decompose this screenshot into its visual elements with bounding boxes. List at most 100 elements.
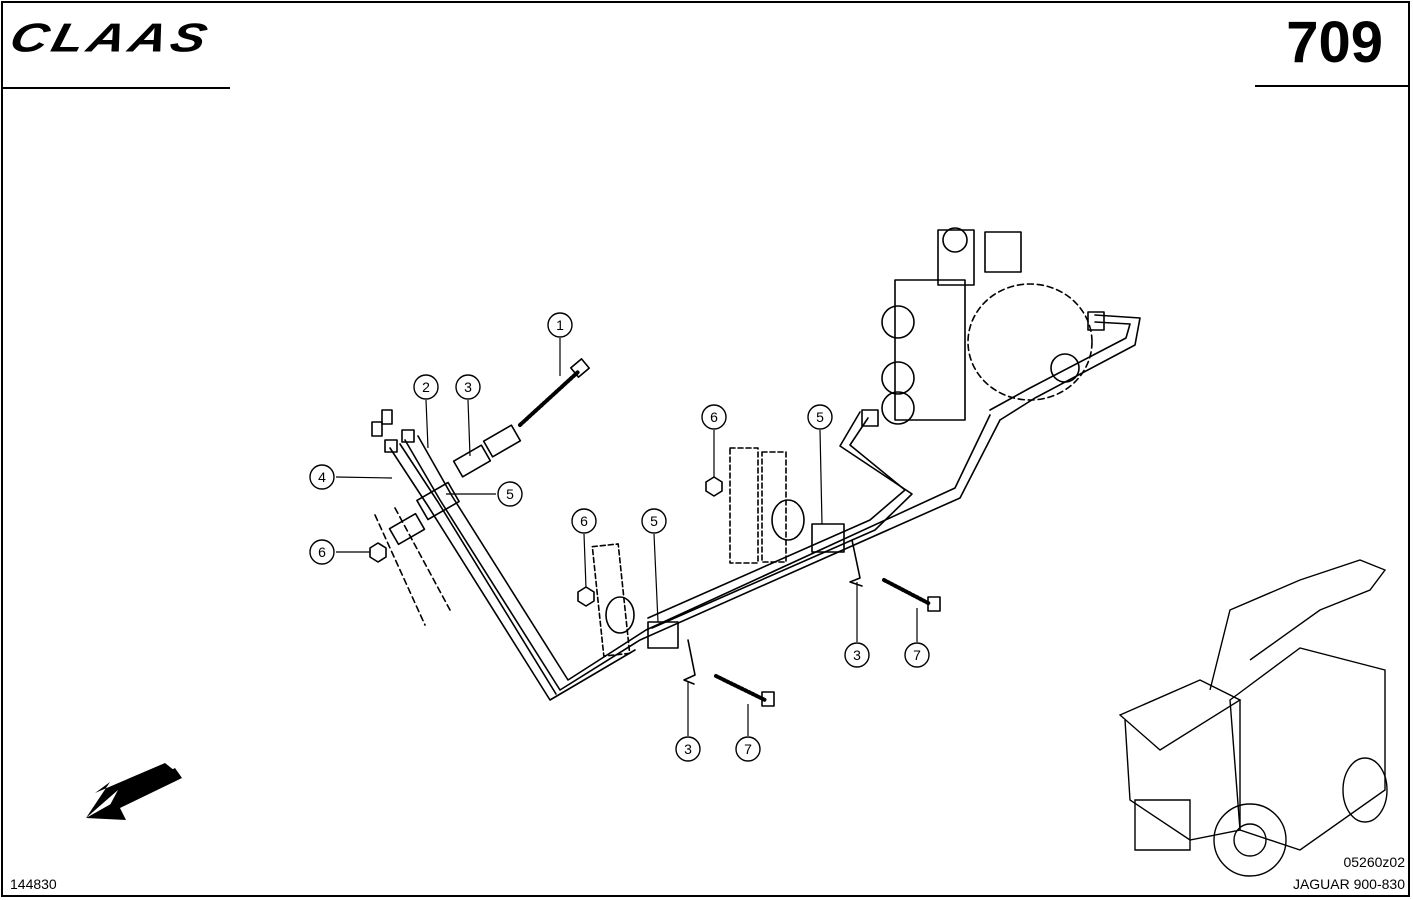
leader-6-centre: [583, 533, 587, 589]
callout-label: 1: [556, 317, 564, 333]
leader-3-top: [467, 399, 471, 457]
direction-arrow-head: [86, 768, 182, 820]
callout-7: 7: [735, 736, 761, 762]
callout-label: 5: [506, 486, 514, 502]
accumulator-dashed: [967, 283, 1093, 401]
nut-6-left: [369, 542, 387, 563]
machine-front-hub: [1233, 823, 1267, 857]
leader-5-centre: [653, 533, 659, 623]
hydraulic-pipe-a-inner: [417, 414, 991, 681]
brand-logo: CLAAS: [5, 15, 216, 61]
return-pipe: [999, 314, 1141, 421]
return-pipe-inner: [989, 321, 1131, 411]
solenoid-1: [881, 305, 915, 339]
callout-circle: [641, 508, 667, 534]
valve-block: [894, 279, 966, 421]
clamp-half-left-a: [452, 444, 492, 478]
machine-cab-roof: [1118, 679, 1242, 751]
pipe-c-fitting: [861, 409, 879, 427]
machine-rear-wheel: [1342, 757, 1388, 823]
clamp-right: [811, 523, 845, 553]
valve-top: [937, 229, 975, 286]
bolt-7-centre-head: [761, 691, 775, 707]
clamp-upper-left: [416, 481, 460, 521]
callout-label: 6: [318, 544, 326, 560]
machine-cab: [1124, 700, 1241, 841]
callout-2: 2: [413, 374, 439, 400]
fitting-c: [384, 439, 398, 453]
callout-label: 3: [464, 379, 472, 395]
callout-5: 5: [807, 404, 833, 430]
callout-label: 7: [744, 741, 752, 757]
drawing-number: 144830: [10, 876, 57, 892]
callout-label: 7: [913, 647, 921, 663]
callout-5: 5: [641, 508, 667, 534]
direction-arrow: [86, 763, 180, 818]
callout-circle: [701, 404, 727, 430]
hydraulic-pipe-c-inner: [651, 411, 913, 629]
callout-1: 1: [547, 312, 573, 338]
callout-circle: [844, 642, 870, 668]
page-number: 709: [1286, 10, 1383, 75]
bracket-strap-right: [849, 539, 863, 587]
fitting-b: [381, 409, 393, 425]
accumulator-fitting: [1050, 353, 1080, 383]
callout-3: 3: [675, 736, 701, 762]
callout-6: 6: [701, 404, 727, 430]
callout-5: 5: [497, 481, 523, 507]
machine-front-grill: [1134, 799, 1191, 851]
callout-6: 6: [571, 508, 597, 534]
callout-circle: [735, 736, 761, 762]
fitting-a: [371, 421, 383, 437]
callout-circle: [675, 736, 701, 762]
callout-circle: [455, 374, 481, 400]
callout-circle: [309, 539, 335, 565]
bracket-plate-right-b: [761, 451, 787, 563]
callout-4: 4: [309, 464, 335, 490]
callout-label: 2: [422, 379, 430, 395]
machine-spout: [1209, 559, 1387, 691]
callout-circle: [413, 374, 439, 400]
nut-6-right: [705, 476, 723, 497]
callout-label: 5: [816, 409, 824, 425]
callout-circle: [497, 481, 523, 507]
hydraulic-pipe-b: [389, 447, 636, 701]
clamp-half-centre: [605, 596, 635, 634]
callout-3: 3: [844, 642, 870, 668]
return-fitting: [1087, 311, 1105, 331]
solenoid-3: [881, 391, 915, 425]
callout-label: 5: [650, 513, 658, 529]
callout-label: 6: [580, 513, 588, 529]
machine-front-wheel: [1213, 803, 1287, 877]
fitting-d: [401, 429, 415, 443]
callout-7: 7: [904, 642, 930, 668]
callout-6: 6: [309, 539, 335, 565]
callout-circle: [547, 312, 573, 338]
clamp-half-right: [771, 499, 805, 541]
clamp-half-left-b: [482, 424, 522, 458]
bolt-7-centre: [714, 674, 767, 702]
leader-2: [425, 399, 429, 449]
reference-code: 05260z02: [1343, 854, 1405, 870]
model-name: JAGUAR 900-830: [1292, 876, 1405, 892]
hydraulic-pipe-b-inner: [399, 443, 557, 695]
valve-top-right: [984, 231, 1022, 273]
part-1-bolt: [518, 370, 580, 427]
hydraulic-pipe-c: [647, 417, 906, 619]
callout-circle: [309, 464, 335, 490]
callout-circle: [571, 508, 597, 534]
bracket-strap-centre: [683, 639, 696, 685]
machine-thumbnail: [1118, 559, 1388, 877]
callout-label: 4: [318, 469, 326, 485]
callout-label: 3: [853, 647, 861, 663]
callout-label: 6: [710, 409, 718, 425]
clamp-centre: [647, 621, 679, 649]
bolt-7-right: [882, 578, 932, 606]
bracket-plate-centre: [591, 543, 631, 657]
bolt-7-right-head: [927, 596, 941, 612]
callout-label: 3: [684, 741, 692, 757]
bracket-plate-right-a: [729, 447, 759, 564]
solenoid-2: [881, 361, 915, 395]
